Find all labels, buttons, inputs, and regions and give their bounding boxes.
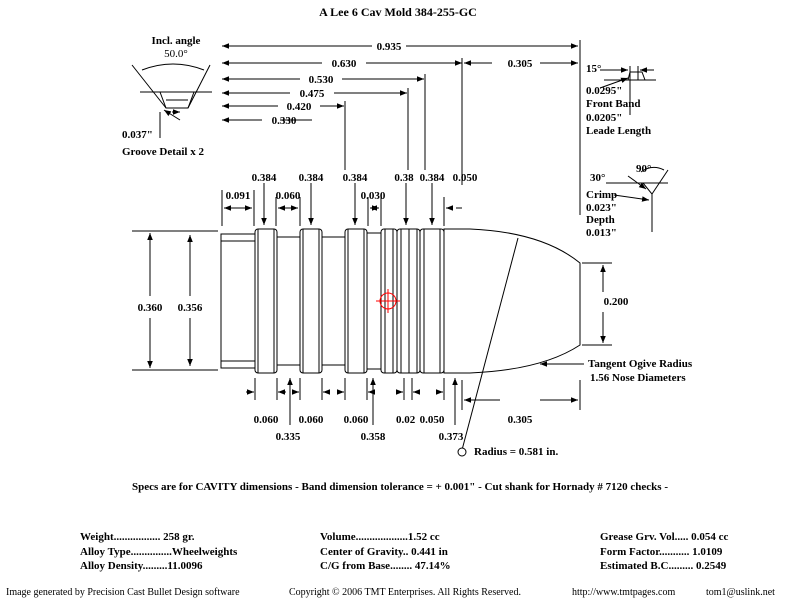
- bottom-dim-0060-c: 0.060: [344, 414, 369, 426]
- band-detail-lines: [221, 229, 519, 451]
- groove-caption: Groove Detail x 2: [122, 146, 204, 158]
- top-dim-0030: 0.030: [361, 190, 386, 202]
- radius-label: Radius = 0.581 in.: [474, 446, 558, 458]
- diameter-dim-lines: [132, 230, 612, 371]
- page-title: A Lee 6 Cav Mold 384-255-GC: [319, 5, 477, 19]
- groove-angle-label: Incl. angle: [152, 35, 201, 47]
- diameter-0356: 0.356: [178, 302, 203, 314]
- crimp-angle-90: 90°: [636, 163, 651, 175]
- groove-angle-value: 50.0°: [164, 48, 188, 60]
- top-dim-0384-c: 0.384: [343, 172, 368, 184]
- bullet-body: [220, 228, 581, 374]
- dim-0530: 0.530: [309, 74, 334, 86]
- top-dim-0384-d: 0.38: [394, 172, 414, 184]
- footer-url[interactable]: http://www.tmtpages.com: [572, 587, 676, 598]
- crimp-detail: [606, 166, 669, 232]
- footer-copyright: Copyright © 2006 TMT Enterprises. All Ri…: [289, 587, 521, 598]
- stat-estimated-bc: Estimated B.C......... 0.2549: [600, 560, 727, 572]
- stat-center-of-gravity: Center of Gravity.. 0.441 in: [320, 545, 448, 558]
- dim-0475: 0.475: [300, 88, 325, 100]
- stats-col-1: Weight................. 258 gr. Alloy Ty…: [80, 530, 237, 574]
- bottom-dim-0335: 0.335: [276, 431, 301, 443]
- crimp-extra: 0.013": [586, 227, 617, 239]
- crimp-depth-value: 0.023": [586, 202, 617, 214]
- specs-line: Specs are for CAVITY dimensions - Band d…: [132, 481, 668, 493]
- top-dim-lines: [221, 183, 462, 226]
- stats-col-3: Grease Grv. Vol..... 0.054 cc Form Facto…: [600, 530, 728, 574]
- bottom-dim-0050: 0.050: [420, 414, 445, 426]
- stat-grease-volume: Grease Grv. Vol..... 0.054 cc: [600, 531, 729, 543]
- top-dim-0384-e: 0.384: [420, 172, 445, 184]
- stat-alloy-type: Alloy Type...............Wheelweights: [80, 545, 238, 558]
- groove-detail: [131, 63, 212, 138]
- dim-0330: 0.330: [272, 115, 297, 127]
- diameter-0200: 0.200: [604, 296, 629, 308]
- stat-volume: Volume...................1.52 cc: [320, 531, 440, 543]
- dim-0630: 0.630: [332, 58, 357, 70]
- top-dim-0384-a: 0.384: [252, 172, 277, 184]
- stat-weight: Weight................. 258 gr.: [80, 531, 195, 543]
- stat-cg-from-base: C/G from Base........ 47.14%: [320, 560, 451, 572]
- bottom-dim-002x: 0.02: [396, 414, 416, 426]
- leade-label: Leade Length: [586, 125, 651, 137]
- front-band-label: Front Band: [586, 98, 641, 110]
- crimp-angle-30: 30°: [590, 172, 605, 184]
- bottom-dim-lines: [246, 378, 581, 425]
- dim-0420: 0.420: [287, 101, 312, 113]
- bottom-dim-0373: 0.373: [439, 431, 464, 443]
- front-band-angle: 15°: [586, 63, 601, 75]
- groove-depth: 0.037": [122, 129, 153, 141]
- footer-email[interactable]: tom1@uslink.net: [706, 587, 775, 598]
- bottom-dim-0060-a: 0.060: [254, 414, 279, 426]
- top-dim-0384-b: 0.384: [299, 172, 324, 184]
- top-dim-0060: 0.060: [276, 190, 301, 202]
- ogive-line-1: Tangent Ogive Radius: [588, 358, 693, 370]
- leade-value: 0.0205": [586, 112, 622, 124]
- crimp-label: Crimp: [586, 189, 617, 201]
- top-dim-0091: 0.091: [226, 190, 251, 202]
- stat-alloy-density: Alloy Density.........11.0096: [80, 560, 203, 572]
- footer-generated: Image generated by Precision Cast Bullet…: [6, 587, 240, 598]
- center-of-gravity-icon: [376, 289, 400, 313]
- dim-0935: 0.935: [377, 41, 402, 53]
- top-dim-0050: 0.050: [453, 172, 478, 184]
- bottom-dim-0305: 0.305: [508, 414, 533, 426]
- stats-col-2: Volume...................1.52 cc Center …: [320, 530, 451, 574]
- ogive-line-2: 1.56 Nose Diameters: [590, 372, 686, 384]
- diameter-0360: 0.360: [138, 302, 163, 314]
- bottom-dim-0358: 0.358: [361, 431, 386, 443]
- front-band-detail: [599, 66, 656, 115]
- front-band-value: 0.0295": [586, 85, 622, 97]
- radius-center-icon: [457, 447, 467, 457]
- stat-form-factor: Form Factor........... 1.0109: [600, 545, 723, 558]
- length-dim-lines: [222, 40, 581, 215]
- crimp-depth-label: Depth: [586, 214, 615, 226]
- dim-0305-top: 0.305: [508, 58, 533, 70]
- bottom-dim-0060-b: 0.060: [299, 414, 324, 426]
